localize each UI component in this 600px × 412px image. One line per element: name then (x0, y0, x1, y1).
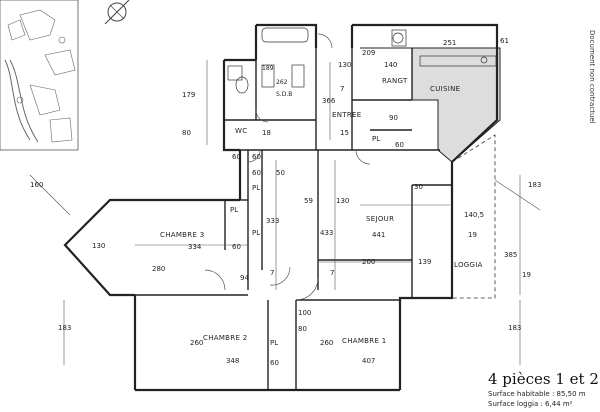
pl-label: PL (230, 206, 239, 214)
dim-label: 94 (240, 274, 249, 282)
room-dim-chambre3: 334 (188, 243, 202, 251)
dim-label: 251 (443, 39, 457, 47)
room-name-sejour: SEJOUR (366, 215, 395, 223)
dim-label: 385 (504, 251, 518, 259)
dim-label: 179 (182, 91, 196, 99)
room-name-chambre3: CHAMBRE 3 (160, 231, 205, 239)
room-name-wc: WC (235, 127, 248, 135)
dim-label: 260 (190, 339, 204, 347)
room-dim-sejour: 441 (372, 231, 386, 239)
dim-label: 280 (152, 265, 166, 273)
plan-title: 4 pièces 1 et 2 (488, 370, 599, 388)
dim-label: 19 (468, 231, 477, 239)
dim-label: 61 (500, 37, 509, 45)
dim-label: 19 (522, 271, 531, 279)
dim-label: 60 (232, 243, 241, 251)
north-compass (104, 0, 130, 25)
dim-label: 130 (338, 61, 352, 69)
dim-label: 200 (362, 258, 376, 266)
dim-label: 7 (330, 269, 335, 277)
dim-label: 140 (384, 61, 398, 69)
room-dim-chambre2: 348 (226, 357, 240, 365)
dim-label: 183 (58, 324, 72, 332)
pl-label: PL (252, 229, 261, 237)
room-name-entree: ENTREE (332, 111, 362, 119)
dim-label: 130 (336, 197, 350, 205)
pl-label: PL (372, 135, 381, 143)
room-name-chambre2: CHAMBRE 2 (203, 334, 248, 342)
dim-label: 60 (270, 359, 279, 367)
surface-habitable: Surface habitable : 85,50 m (488, 390, 586, 398)
dim-label: 333 (266, 217, 280, 225)
room-name-loggia: LOGGIA (454, 261, 483, 269)
room-name-cuisine: CUISINE (430, 85, 461, 93)
side-note: Document non contractuel (588, 30, 596, 124)
dim-label: 90 (389, 114, 398, 122)
dim-label: 130 (92, 242, 106, 250)
room-name-chambre1: CHAMBRE 1 (342, 337, 387, 345)
room-name-rangt: RANGT (382, 77, 408, 85)
room-dim-sdb: 262 (276, 79, 288, 86)
dim-label: 50 (276, 169, 285, 177)
dim-label: 60 (232, 153, 241, 161)
dim-label: 260 (320, 339, 334, 347)
room-name-sdb: S.D.B (276, 91, 293, 98)
dim-label: 139 (418, 258, 432, 266)
dim-label: 366 (322, 97, 336, 105)
dim-label: 80 (298, 325, 307, 333)
room-dim-chambre1: 407 (362, 357, 376, 365)
dim-label: 100 (298, 309, 312, 317)
dim-label: 59 (304, 197, 313, 205)
dim-label: 183 (528, 181, 542, 189)
dim-label: 30 (414, 183, 423, 191)
dim-label: 60 (395, 141, 404, 149)
dim-label: 433 (320, 229, 334, 237)
dim-label: 140,5 (464, 211, 485, 219)
dim-label: 18 (262, 129, 271, 137)
dim-label: 60 (252, 153, 261, 161)
dim-label: 160 (30, 181, 44, 189)
location-map (0, 0, 79, 151)
dim-label: 183 (508, 324, 522, 332)
dim-label: 60 (252, 169, 261, 177)
dim-label: 209 (362, 49, 376, 57)
dim-label: 15 (340, 129, 349, 137)
dim-label: 80 (182, 129, 191, 137)
dim-label: 7 (270, 269, 275, 277)
pl-label: PL (270, 339, 279, 347)
surface-loggia: Surface loggia : 6,44 m² (488, 400, 573, 408)
dim-label: 189 (262, 65, 274, 72)
pl-label: PL (252, 184, 261, 192)
dim-label: 7 (340, 85, 345, 93)
